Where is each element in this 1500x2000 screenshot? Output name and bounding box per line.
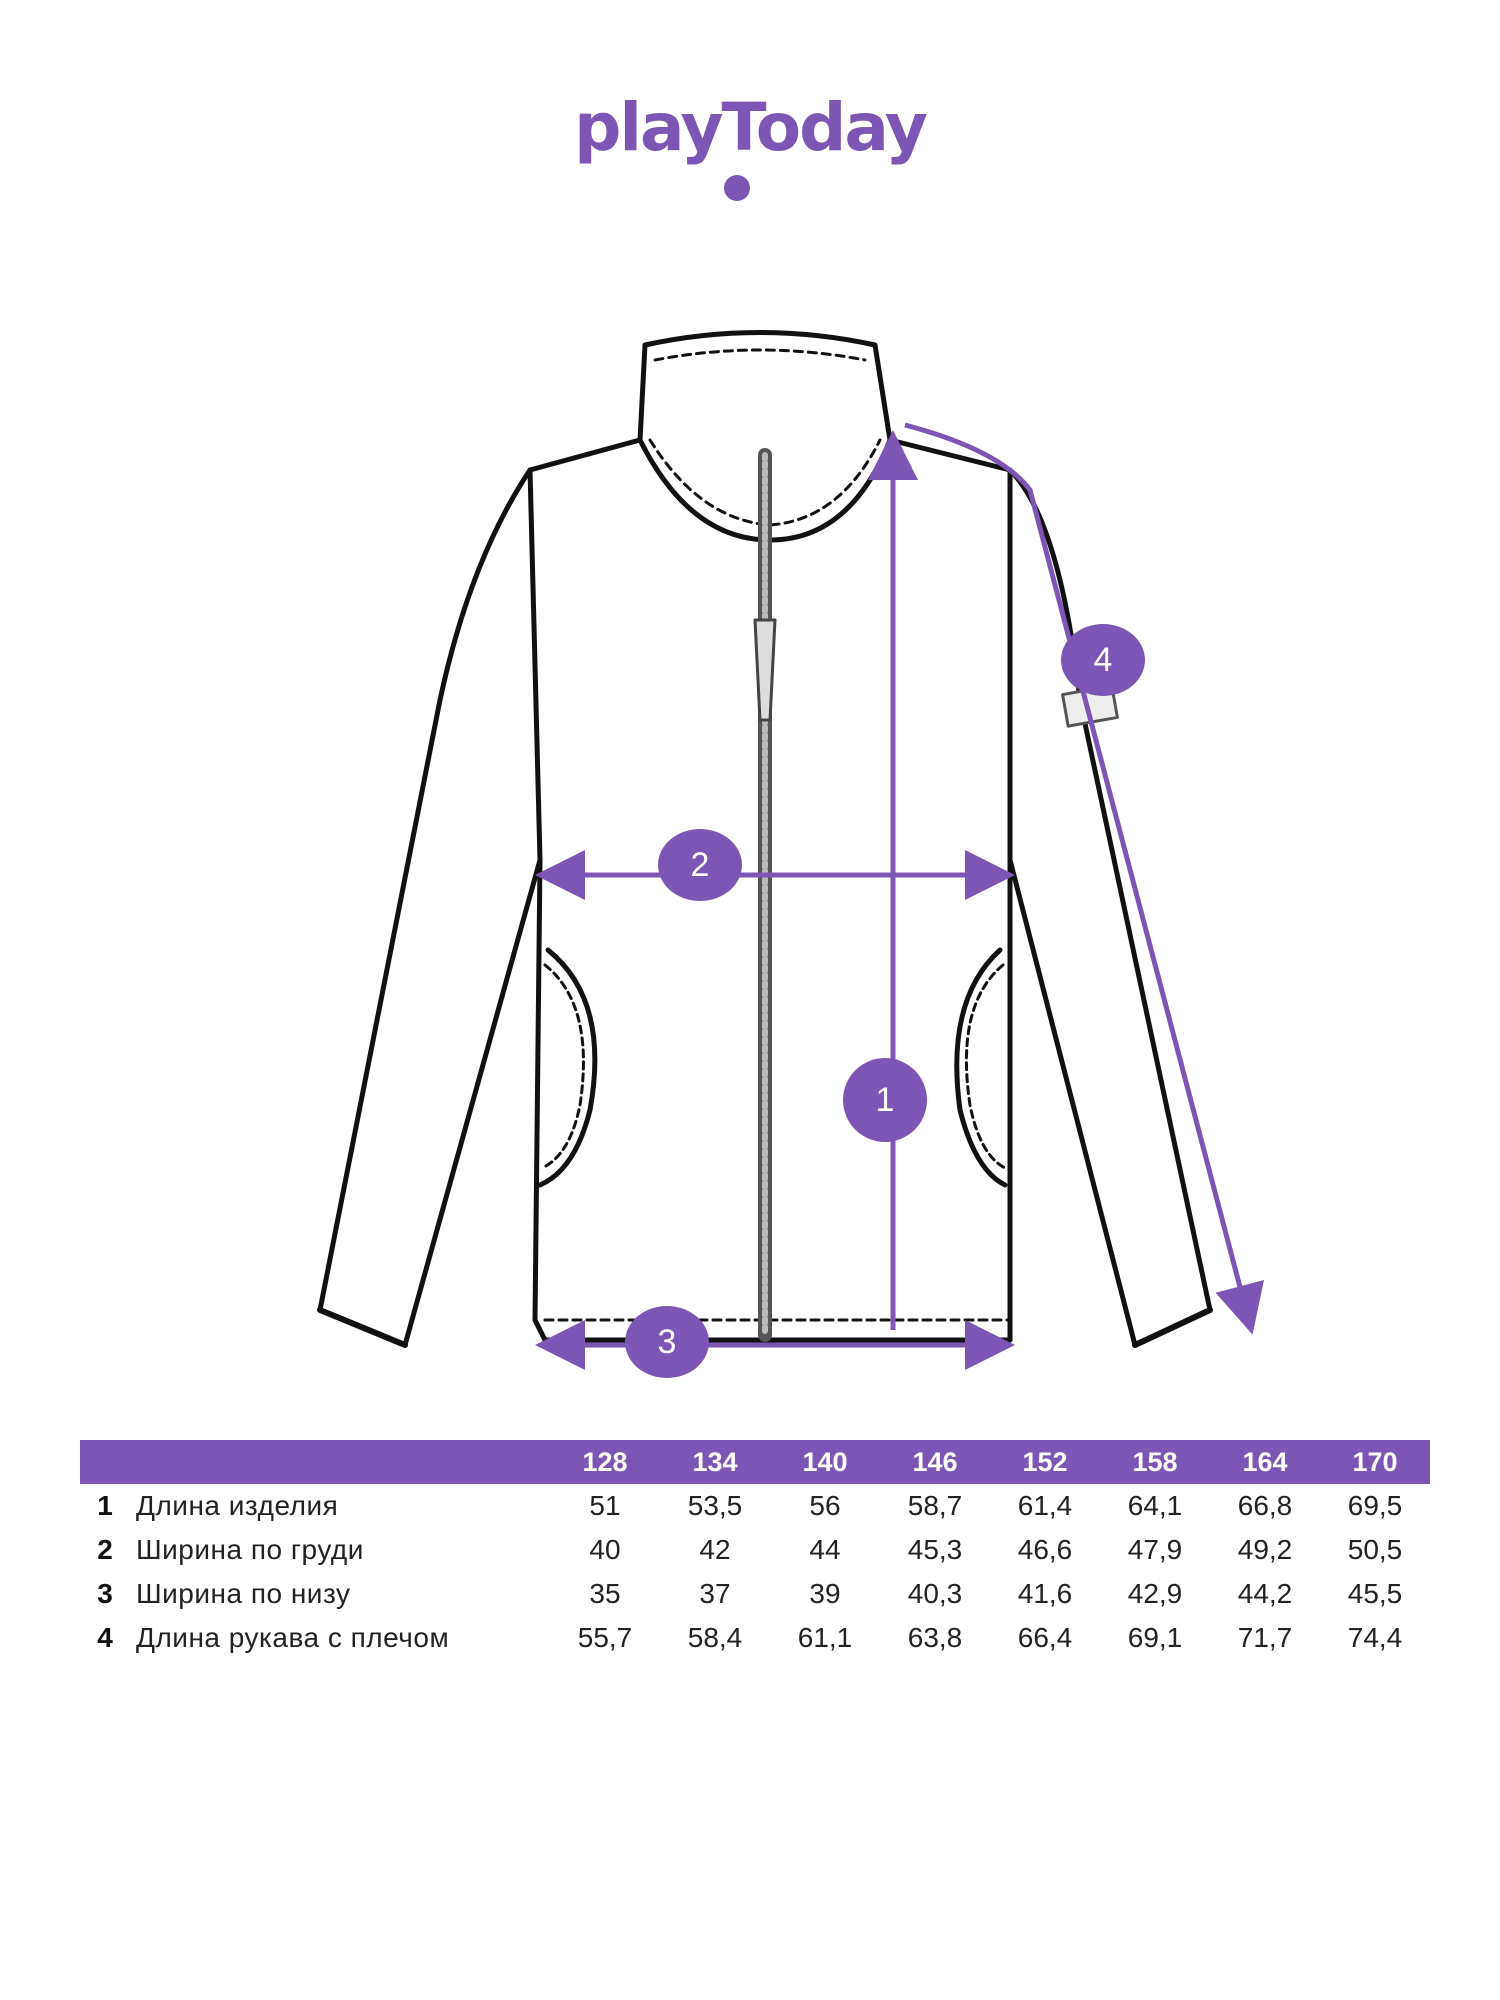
measure-sleeve-line bbox=[904, 422, 1264, 1335]
table-cell: 63,8 bbox=[907, 1622, 963, 1653]
table-cell: 47,9 bbox=[1127, 1534, 1183, 1565]
table-row: 3 Ширина по низу 35 37 39 40,3 41,6 42,9… bbox=[80, 1572, 1430, 1616]
table-cell: 45,5 bbox=[1347, 1578, 1403, 1609]
table-cell: 53,5 bbox=[687, 1490, 743, 1521]
size-header: 158 bbox=[1100, 1440, 1210, 1484]
brand-logo: playToday bbox=[574, 89, 928, 166]
table-cell: 40 bbox=[589, 1534, 621, 1565]
row-label: Длина изделия bbox=[136, 1490, 339, 1521]
table-cell: 71,7 bbox=[1237, 1622, 1293, 1653]
table-cell: 44 bbox=[809, 1534, 841, 1565]
size-header: 164 bbox=[1210, 1440, 1320, 1484]
row-number: 4 bbox=[97, 1622, 113, 1653]
row-label: Ширина по низу bbox=[136, 1578, 351, 1609]
table-row: 2 Ширина по груди 40 42 44 45,3 46,6 47,… bbox=[80, 1528, 1430, 1572]
measure-marker-4-label: 4 bbox=[1094, 641, 1113, 679]
measure-marker-2: 2 bbox=[658, 829, 742, 901]
table-cell: 61,1 bbox=[797, 1622, 853, 1653]
size-header: 134 bbox=[660, 1440, 770, 1484]
table-cell: 66,8 bbox=[1237, 1490, 1293, 1521]
table-cell: 50,5 bbox=[1347, 1534, 1403, 1565]
table-cell: 69,5 bbox=[1347, 1490, 1403, 1521]
row-label: Ширина по груди bbox=[136, 1534, 364, 1565]
row-label: Длина рукава с плечом bbox=[136, 1622, 450, 1653]
header-blank-num bbox=[80, 1440, 130, 1484]
measure-marker-3: 3 bbox=[625, 1306, 709, 1378]
measure-marker-2-label: 2 bbox=[691, 846, 710, 884]
table-cell: 56 bbox=[809, 1490, 841, 1521]
table-cell: 44,2 bbox=[1237, 1578, 1293, 1609]
table-cell: 74,4 bbox=[1347, 1622, 1403, 1653]
row-number: 1 bbox=[97, 1490, 113, 1521]
size-header: 146 bbox=[880, 1440, 990, 1484]
table-cell: 40,3 bbox=[907, 1578, 963, 1609]
header-blank-name bbox=[130, 1440, 550, 1484]
table-cell: 42 bbox=[699, 1534, 731, 1565]
measure-marker-1: 1 bbox=[843, 1058, 927, 1142]
row-number: 2 bbox=[97, 1534, 113, 1565]
table-cell: 66,4 bbox=[1017, 1622, 1073, 1653]
jacket-measurement-diagram: 1 2 3 4 bbox=[317, 330, 1264, 1378]
size-header: 170 bbox=[1320, 1440, 1430, 1484]
size-header: 140 bbox=[770, 1440, 880, 1484]
measure-marker-3-label: 3 bbox=[658, 1323, 677, 1361]
measure-marker-1-label: 1 bbox=[876, 1081, 895, 1119]
table-cell: 55,7 bbox=[577, 1622, 633, 1653]
table-cell: 69,1 bbox=[1127, 1622, 1183, 1653]
table-cell: 49,2 bbox=[1237, 1534, 1293, 1565]
size-chart-table: 128 134 140 146 152 158 164 170 1 Длина … bbox=[80, 1440, 1430, 1660]
table-cell: 58,7 bbox=[907, 1490, 963, 1521]
size-header: 152 bbox=[990, 1440, 1100, 1484]
table-cell: 58,4 bbox=[687, 1622, 743, 1653]
table-cell: 64,1 bbox=[1127, 1490, 1183, 1521]
table-cell: 51 bbox=[589, 1490, 621, 1521]
table-cell: 41,6 bbox=[1017, 1578, 1073, 1609]
size-header: 128 bbox=[550, 1440, 660, 1484]
table-cell: 35 bbox=[589, 1578, 621, 1609]
table-row: 1 Длина изделия 51 53,5 56 58,7 61,4 64,… bbox=[80, 1484, 1430, 1528]
table-cell: 39 bbox=[809, 1578, 841, 1609]
table-cell: 37 bbox=[699, 1578, 731, 1609]
measure-lines bbox=[535, 422, 1264, 1370]
measure-marker-4: 4 bbox=[1061, 624, 1145, 696]
logo-dot-icon bbox=[724, 175, 750, 201]
table-cell: 46,6 bbox=[1017, 1534, 1073, 1565]
table-cell: 45,3 bbox=[907, 1534, 963, 1565]
table-row: 4 Длина рукава с плечом 55,7 58,4 61,1 6… bbox=[80, 1616, 1430, 1660]
table-cell: 42,9 bbox=[1127, 1578, 1183, 1609]
jacket-outline bbox=[317, 330, 1213, 1348]
table-cell: 61,4 bbox=[1017, 1490, 1073, 1521]
row-number: 3 bbox=[97, 1578, 113, 1609]
size-header-row: 128 134 140 146 152 158 164 170 bbox=[80, 1440, 1430, 1484]
